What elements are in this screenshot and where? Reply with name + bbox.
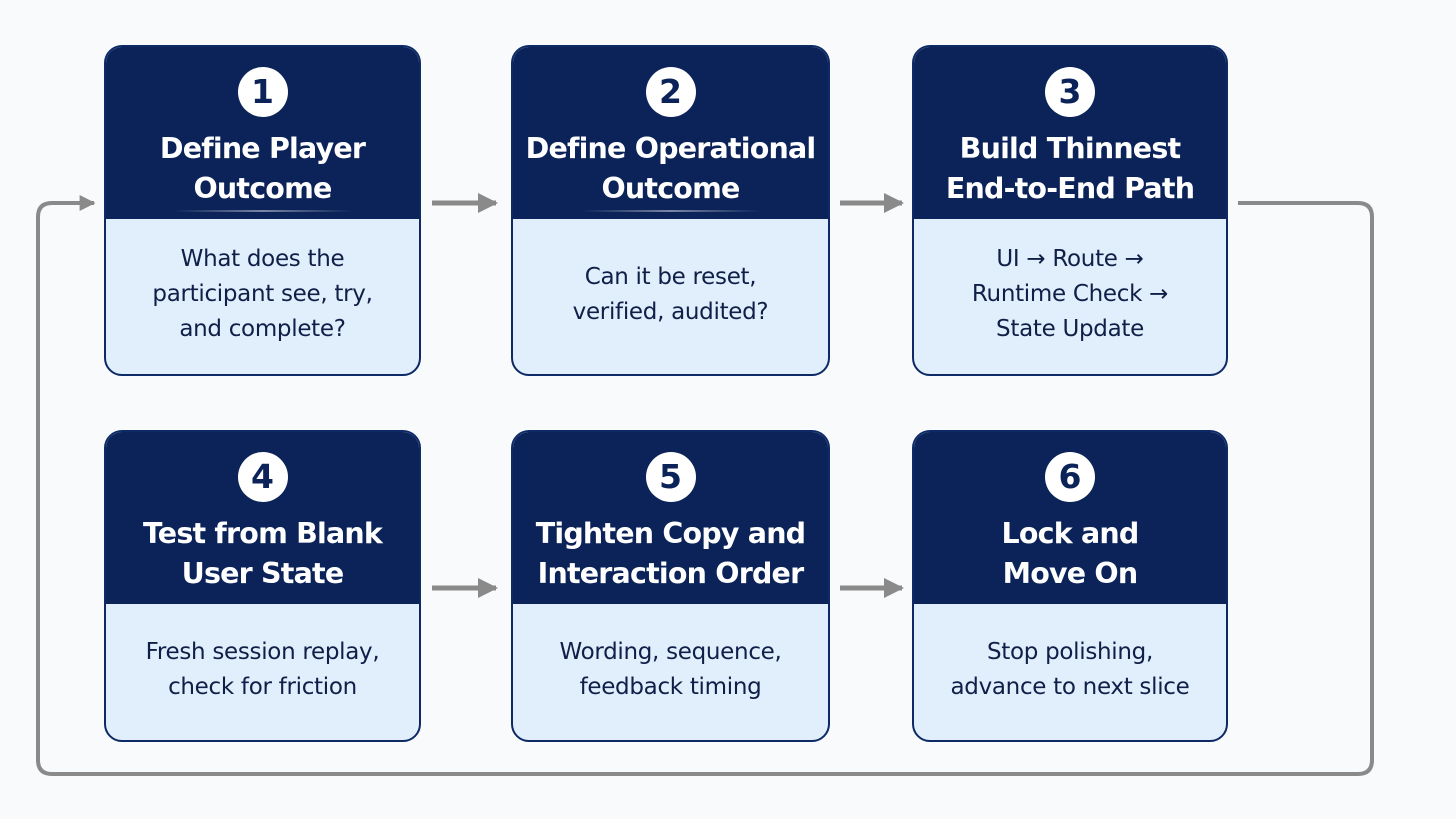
step-title: Build Thinnest End-to-End Path — [945, 132, 1195, 205]
step-card-3: 3 Build Thinnest End-to-End Path UI → Ro… — [912, 45, 1228, 376]
loop-back-arrow-3-to-1 — [36, 195, 1374, 776]
step-number-badge: 6 — [1045, 452, 1095, 502]
step-number-badge: 3 — [1045, 67, 1095, 117]
step-title: Define Player Outcome — [159, 132, 366, 205]
step-header: 6 Lock and Move On — [914, 432, 1226, 604]
step-body: What does the participant see, try, and … — [106, 219, 419, 374]
step-body: UI → Route → Runtime Check → State Updat… — [914, 219, 1226, 374]
step-body: Stop polishing, advance to next slice — [914, 604, 1226, 740]
step-header: 5 Tighten Copy and Interaction Order — [513, 432, 828, 604]
header-divider — [172, 210, 353, 212]
step-number-badge: 4 — [237, 452, 288, 502]
step-description: UI → Route → Runtime Check → State Updat… — [971, 246, 1169, 342]
step-body: Fresh session replay, check for friction — [106, 604, 419, 740]
step-card-2: 2 Define Operational Outcome Can it be r… — [511, 45, 830, 376]
step-title: Test from Blank User State — [142, 517, 383, 590]
step-title: Define Operational Outcome — [525, 132, 817, 205]
step-card-4: 4 Test from Blank User State Fresh sessi… — [104, 430, 421, 742]
step-card-5: 5 Tighten Copy and Interaction Order Wor… — [511, 430, 830, 742]
step-header: 1 Define Player Outcome — [106, 47, 419, 219]
step-body: Can it be reset, verified, audited? — [513, 219, 828, 374]
step-description: Wording, sequence, feedback timing — [559, 639, 782, 700]
step-description: Stop polishing, advance to next slice — [950, 639, 1190, 700]
step-number-badge: 1 — [237, 67, 288, 117]
header-divider — [580, 210, 761, 212]
step-body: Wording, sequence, feedback timing — [513, 604, 828, 740]
step-card-1: 1 Define Player Outcome What does the pa… — [104, 45, 421, 376]
step-number-badge: 5 — [645, 452, 696, 502]
step-title: Tighten Copy and Interaction Order — [535, 517, 806, 590]
step-header: 2 Define Operational Outcome — [513, 47, 828, 219]
step-description: Fresh session replay, check for friction — [145, 639, 380, 700]
step-description: What does the participant see, try, and … — [152, 246, 373, 342]
step-card-6: 6 Lock and Move On Stop polishing, advan… — [912, 430, 1228, 742]
step-header: 3 Build Thinnest End-to-End Path — [914, 47, 1226, 219]
step-number-badge: 2 — [645, 67, 696, 117]
step-header: 4 Test from Blank User State — [106, 432, 419, 604]
step-title: Lock and Move On — [1001, 517, 1139, 590]
step-description: Can it be reset, verified, audited? — [572, 263, 769, 325]
